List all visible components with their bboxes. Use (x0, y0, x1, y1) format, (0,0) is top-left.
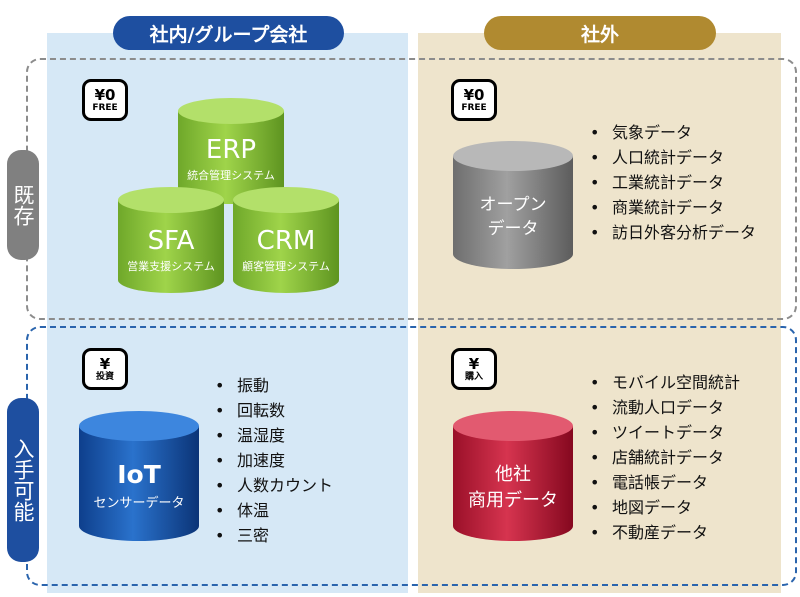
list-item: 不動産データ (590, 520, 740, 545)
iot-subtitle: センサーデータ (93, 496, 185, 511)
free-tag-amount: ¥0 (94, 85, 116, 104)
list-item: 加速度 (215, 448, 333, 473)
list-item: 訪日外客分析データ (590, 220, 756, 245)
commercial-data-database: 他社 商用データ (452, 410, 574, 542)
erp-cylinder-shape (178, 98, 284, 204)
purchase-tag-text: 購入 (464, 371, 483, 382)
invest-tag: ¥ 投資 (82, 348, 128, 390)
list-item: 回転数 (215, 398, 333, 423)
open-data-database: オープン データ (452, 140, 574, 270)
free-tag-text: FREE (92, 102, 118, 113)
iot-title: IoT (117, 460, 161, 489)
erp-title: ERP (205, 135, 257, 165)
open-data-list: 気象データ 人口統計データ 工業統計データ 商業統計データ 訪日外客分析データ (590, 120, 756, 245)
sfa-cylinder-shape (118, 187, 224, 293)
crm-title: CRM (256, 226, 316, 256)
crm-subtitle: 顧客管理システム (242, 260, 330, 273)
free-tag-internal: ¥0 FREE (82, 79, 128, 121)
purchase-tag: ¥ 購入 (451, 348, 497, 390)
list-item: 人口統計データ (590, 145, 756, 170)
free-tag-text: FREE (461, 102, 487, 113)
iot-list: 振動 回転数 温湿度 加速度 人数カウント 体温 三密 (215, 373, 333, 548)
list-item: 気象データ (590, 120, 756, 145)
iot-database: IoT センサーデータ (78, 410, 200, 542)
existing-label-text: 既存 (11, 184, 35, 226)
list-item: 流動人口データ (590, 395, 740, 420)
sfa-title: SFA (147, 226, 195, 256)
open-data-label-line1: オープン (479, 195, 547, 215)
commercial-cylinder-shape (453, 411, 573, 541)
invest-tag-symbol: ¥ (99, 354, 111, 373)
list-item: 商業統計データ (590, 195, 756, 220)
list-item: ツイートデータ (590, 420, 740, 445)
open-data-label-line2: データ (487, 219, 539, 239)
list-item: 体温 (215, 498, 333, 523)
free-tag-amount: ¥0 (463, 85, 485, 104)
list-item: 地図データ (590, 495, 740, 520)
erp-subtitle: 統合管理システム (187, 169, 275, 182)
sfa-database: SFA 営業支援システム (117, 186, 225, 294)
iot-cylinder-shape (79, 411, 199, 541)
list-item: 電話帳データ (590, 470, 740, 495)
free-tag-external: ¥0 FREE (451, 79, 497, 121)
available-label-text: 入手可能 (11, 438, 35, 522)
commercial-label-line2: 商用データ (468, 490, 558, 511)
list-item: 温湿度 (215, 423, 333, 448)
sfa-subtitle: 営業支援システム (127, 260, 215, 273)
internal-header: 社内/グループ会社 (113, 16, 344, 50)
invest-tag-text: 投資 (95, 371, 114, 382)
list-item: 工業統計データ (590, 170, 756, 195)
open-data-cylinder-shape (453, 141, 573, 269)
list-item: 振動 (215, 373, 333, 398)
list-item: 店舗統計データ (590, 445, 740, 470)
crm-database: CRM 顧客管理システム (232, 186, 340, 294)
list-item: モバイル空間統計 (590, 370, 740, 395)
available-row-label: 入手可能 (7, 398, 39, 562)
external-header: 社外 (484, 16, 716, 50)
purchase-tag-symbol: ¥ (468, 354, 480, 373)
list-item: 三密 (215, 523, 333, 548)
commercial-label-line1: 他社 (495, 464, 531, 485)
existing-row-label: 既存 (7, 150, 39, 260)
list-item: 人数カウント (215, 473, 333, 498)
crm-cylinder-shape (233, 187, 339, 293)
erp-database: ERP 統合管理システム (177, 97, 285, 205)
commercial-data-list: モバイル空間統計 流動人口データ ツイートデータ 店舗統計データ 電話帳データ … (590, 370, 740, 545)
